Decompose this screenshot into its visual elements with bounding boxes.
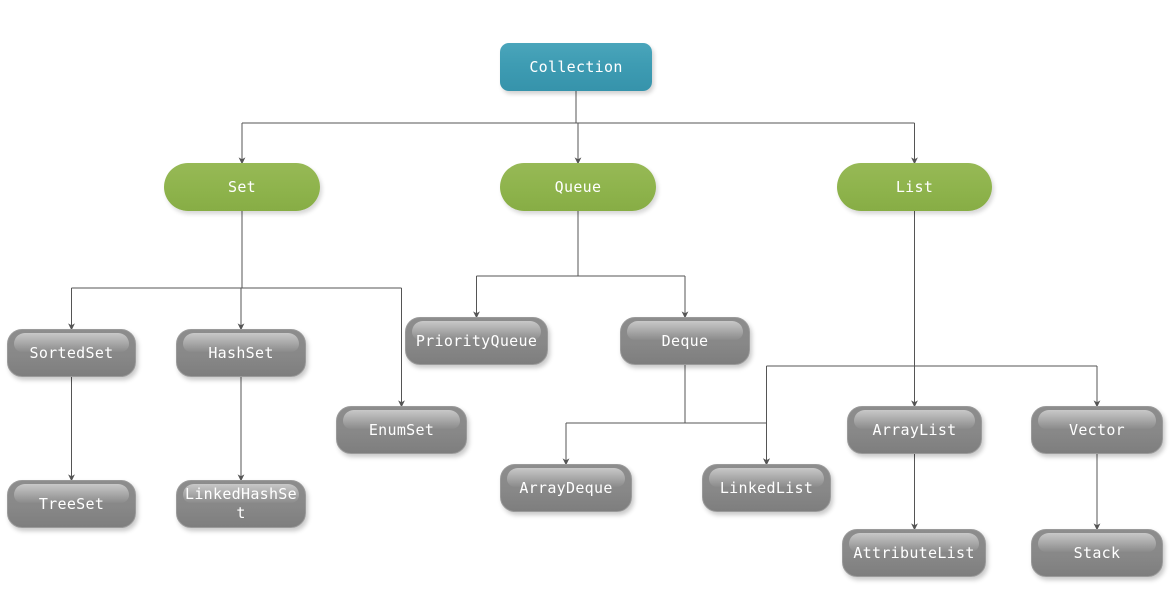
node-attributelist[interactable]: AttributeList	[842, 529, 986, 577]
node-queue[interactable]: Queue	[500, 163, 656, 211]
node-label-queue: Queue	[554, 177, 602, 196]
node-list[interactable]: List	[837, 163, 992, 211]
node-vector[interactable]: Vector	[1031, 406, 1163, 454]
node-label-deque: Deque	[661, 331, 709, 350]
node-linkedhashset[interactable]: LinkedHashSet	[176, 480, 306, 528]
node-arraylist[interactable]: ArrayList	[847, 406, 982, 454]
node-stack[interactable]: Stack	[1031, 529, 1163, 577]
node-sortedset[interactable]: SortedSet	[7, 329, 136, 377]
node-label-arraydeque: ArrayDeque	[519, 478, 613, 497]
node-label-linkedhashset: LinkedHashSet	[185, 485, 297, 522]
node-priorityqueue[interactable]: PriorityQueue	[405, 317, 548, 365]
node-label-linkedlist: LinkedList	[719, 478, 814, 497]
node-label-sortedset: SortedSet	[29, 343, 114, 362]
node-set[interactable]: Set	[164, 163, 320, 211]
node-arraydeque[interactable]: ArrayDeque	[500, 464, 632, 512]
node-hashset[interactable]: HashSet	[176, 329, 306, 377]
node-label-collection: Collection	[529, 57, 623, 76]
node-label-treeset: TreeSet	[38, 494, 105, 513]
node-linkedlist[interactable]: LinkedList	[702, 464, 831, 512]
node-label-enumset: EnumSet	[368, 420, 435, 439]
node-label-attributelist: AttributeList	[853, 543, 975, 562]
node-label-stack: Stack	[1073, 543, 1121, 562]
node-label-set: Set	[228, 177, 256, 196]
node-enumset[interactable]: EnumSet	[336, 406, 467, 454]
node-treeset[interactable]: TreeSet	[7, 480, 136, 528]
node-label-priorityqueue: PriorityQueue	[415, 331, 538, 350]
node-collection[interactable]: Collection	[500, 43, 652, 91]
node-deque[interactable]: Deque	[620, 317, 750, 365]
node-label-list: List	[895, 177, 934, 196]
node-label-arraylist: ArrayList	[872, 420, 957, 439]
node-label-vector: Vector	[1069, 420, 1125, 439]
node-label-hashset: HashSet	[208, 343, 274, 362]
